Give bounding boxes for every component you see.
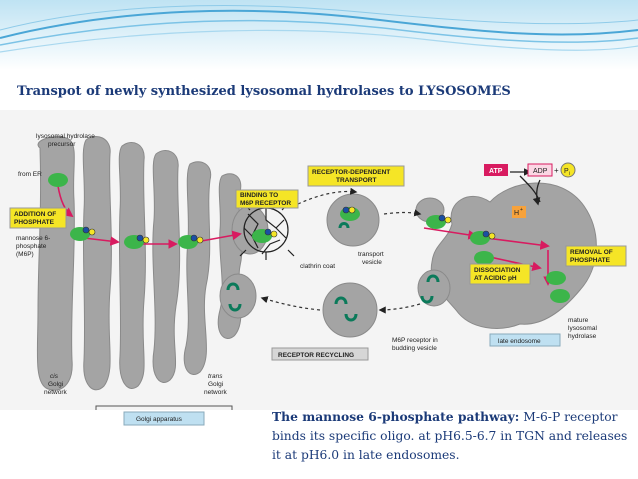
hydrolase-molecules (48, 173, 570, 303)
svg-text:ADP: ADP (533, 168, 548, 175)
label-box-dissociation: DISSOCIATION AT ACIDIC pH (469, 263, 531, 285)
late-endosome-box: late endosome (489, 333, 561, 347)
label-cis-1: cis (50, 373, 59, 380)
label-box-binding: BINDING TO M6P RECEPTOR (235, 189, 299, 209)
svg-text:PHOSPHATE: PHOSPHATE (14, 219, 55, 226)
m6p-receptors (226, 222, 440, 322)
svg-text:DISSOCIATION: DISSOCIATION (474, 267, 521, 274)
proton-pump (510, 168, 541, 206)
svg-text:+: + (520, 207, 523, 213)
label-transport-vesicle-2: vesicle (362, 259, 382, 266)
svg-text:TRANSPORT: TRANSPORT (336, 177, 376, 184)
svg-text:ADDITION OF: ADDITION OF (14, 211, 56, 218)
golgi-apparatus-box: Golgi apparatus (123, 411, 205, 426)
svg-text:BINDING TO: BINDING TO (240, 192, 278, 199)
label-from-er: from ER (18, 171, 42, 178)
receptor-recycling-box: RECEPTOR RECYCLING (271, 347, 369, 361)
plus-sign: + (554, 166, 559, 175)
phosphate-markers (82, 206, 496, 244)
svg-text:P: P (564, 168, 569, 175)
label-trans-2: Golgi (208, 381, 223, 388)
label-trans-3: network (204, 389, 228, 396)
proton-box: H + (512, 206, 526, 218)
svg-text:M6P RECEPTOR: M6P RECEPTOR (240, 200, 291, 207)
label-m6p-2: phosphate (16, 243, 47, 250)
label-mature-3: hydrolase (568, 333, 597, 340)
label-budding-2: budding vesicle (392, 345, 437, 352)
svg-text:RECEPTOR RECYCLING: RECEPTOR RECYCLING (278, 352, 354, 359)
label-hydrolase-precursor-2: precursor (48, 141, 76, 148)
svg-text:Golgi apparatus: Golgi apparatus (136, 416, 183, 423)
pi-circle: P i (560, 162, 576, 178)
svg-text:i: i (569, 171, 570, 177)
label-hydrolase-precursor-1: lysosomal hydrolase (36, 133, 95, 140)
svg-text:H: H (514, 210, 519, 217)
label-box-removal: REMOVAL OF PHOSPHATE (565, 245, 627, 267)
label-m6p-3: (M6P) (16, 251, 34, 258)
slide-caption: The mannose 6-phosphate pathway: M-6-P r… (272, 407, 632, 465)
label-cis-3: network (44, 389, 68, 396)
label-clathrin-coat: clathrin coat (300, 263, 335, 270)
label-mature-2: lysosomal (568, 325, 597, 332)
adp-box: ADP (527, 163, 553, 177)
caption-bold: The mannose 6-phosphate pathway: (272, 409, 520, 424)
label-cis-2: Golgi (48, 381, 63, 388)
caption-text: M-6-P receptor binds its specific oligo.… (272, 410, 628, 462)
svg-text:ATP: ATP (489, 168, 503, 175)
label-m6p-1: mannose 6- (16, 235, 50, 242)
label-transport-vesicle-1: transport (358, 251, 384, 258)
label-box-addition: ADDITION OF PHOSPHATE (9, 207, 67, 229)
label-box-transport: RECEPTOR-DEPENDENT TRANSPORT (307, 165, 405, 187)
endosome-bud-bottom (417, 269, 451, 307)
label-trans-1: trans (208, 373, 223, 380)
budding-vesicle (322, 282, 378, 338)
header-wave-band (0, 0, 638, 70)
slide-title: Transpot of newly synthesized lysosomal … (17, 84, 511, 99)
svg-text:RECEPTOR-DEPENDENT: RECEPTOR-DEPENDENT (312, 169, 390, 176)
label-budding-1: M6P receptor in (392, 337, 438, 344)
svg-text:AT ACIDIC pH: AT ACIDIC pH (474, 275, 517, 282)
svg-text:PHOSPHATE: PHOSPHATE (570, 257, 611, 264)
label-mature-1: mature (568, 317, 589, 324)
atp-box: ATP (484, 164, 508, 176)
svg-text:REMOVAL OF: REMOVAL OF (570, 249, 613, 256)
svg-text:late endosome: late endosome (498, 338, 541, 345)
golgi-bracket (95, 405, 233, 410)
m6p-pathway-diagram: lysosomal hydrolase precursor from ER ma… (0, 110, 638, 426)
transport-cycle-arrows (260, 187, 422, 314)
